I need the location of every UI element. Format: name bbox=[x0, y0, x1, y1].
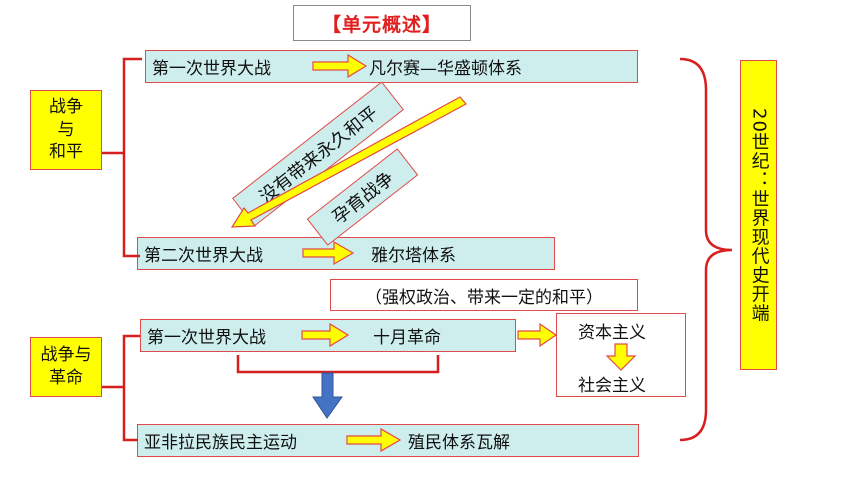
october-revolution: 十月革命 bbox=[373, 328, 441, 348]
row-ww1-label: 第一次世界大战 bbox=[152, 59, 271, 79]
capitalism-label: 资本主义 bbox=[578, 323, 646, 343]
unit-title: 【单元概述】 bbox=[293, 5, 471, 41]
row-ww1-versailles: 第一次世界大战 凡尔赛—华盛顿体系 bbox=[145, 50, 638, 83]
colonial-collapse-label: 殖民体系瓦解 bbox=[408, 433, 510, 453]
bracket-under-row3 bbox=[236, 355, 440, 374]
yalta-system: 雅尔塔体系 bbox=[371, 246, 456, 266]
blue-down-arrow bbox=[312, 372, 343, 419]
left-brace-top bbox=[122, 57, 142, 258]
row-ww2-label: 第二次世界大战 bbox=[144, 246, 263, 266]
arrow-ww1-revolution bbox=[301, 322, 350, 348]
national-movement-label: 亚非拉民族民主运动 bbox=[144, 433, 297, 453]
versailles-washington-system: 凡尔赛—华盛顿体系 bbox=[369, 59, 522, 79]
label-war-and-peace: 战争 与 和平 bbox=[30, 90, 102, 170]
diagonal-arrow bbox=[230, 96, 467, 228]
row-ww1-label-2: 第一次世界大战 bbox=[147, 328, 266, 348]
right-brace bbox=[679, 57, 733, 442]
arrow-ww1-versailles bbox=[312, 53, 368, 79]
yalta-note: （强权政治、带来一定的和平） bbox=[330, 279, 638, 311]
label-war-and-revolution: 战争与 革命 bbox=[30, 337, 102, 397]
socialism-label: 社会主义 bbox=[578, 376, 646, 396]
arrow-ww2-yalta bbox=[302, 240, 355, 266]
arrow-national bbox=[346, 427, 402, 453]
label-20th-century: 20世纪：世界现代史开端 bbox=[740, 60, 777, 370]
left-brace-bottom bbox=[122, 334, 140, 442]
arrow-capitalism-to-socialism bbox=[605, 343, 637, 371]
arrow-to-capitalism bbox=[517, 322, 558, 348]
row-national-movements: 亚非拉民族民主运动 殖民体系瓦解 bbox=[137, 424, 639, 457]
